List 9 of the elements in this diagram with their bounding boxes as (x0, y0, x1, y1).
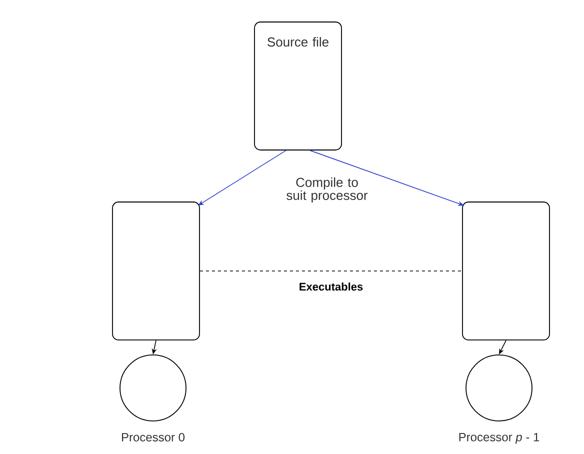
box (112, 202, 200, 340)
box (462, 202, 550, 340)
circle (466, 354, 532, 422)
node-caption: Processor p - 1 (459, 432, 540, 444)
node-caption: Processor 0 (122, 432, 185, 442)
annotation: Compile to suit processor (286, 177, 368, 203)
edge-label: Executables (300, 282, 363, 291)
process-box: Source file (254, 22, 342, 150)
circle (120, 354, 186, 422)
